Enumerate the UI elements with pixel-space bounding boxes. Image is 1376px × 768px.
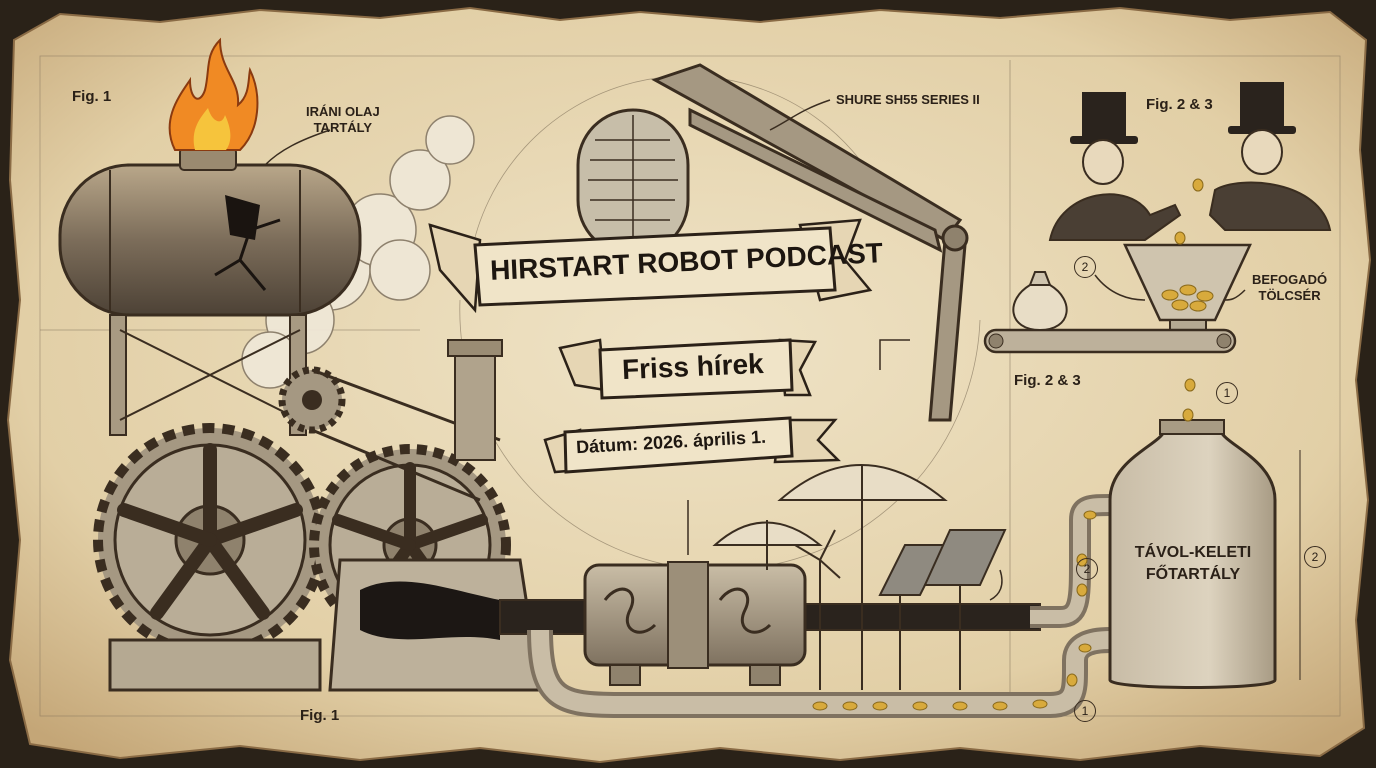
callout-2-funnel: 2: [1074, 256, 1096, 278]
title-banner-shape: [428, 218, 873, 314]
chimney: [454, 349, 496, 461]
podcast-subtitle: Friss hírek: [621, 347, 765, 386]
fig23-top-label: Fig. 2 & 3: [1146, 96, 1213, 113]
large-gear-left: [93, 423, 327, 657]
construction-lines: [40, 60, 1011, 700]
money-bag-icon: [1012, 271, 1068, 332]
boom-arm: [651, 63, 969, 422]
conveyor-belt: [983, 328, 1237, 354]
microphone-model-label: SHURE SH55 SERIES II: [836, 92, 980, 107]
umbrella-small: [712, 520, 823, 570]
date-banner-shape: [543, 416, 841, 474]
solar-panels: [878, 529, 1007, 690]
dragon-filter-chamber: [583, 561, 807, 686]
coin-pipe: [527, 510, 1111, 718]
funnel-label: BEFOGADÓ TÖLCSÉR: [1252, 272, 1328, 303]
fig23-mid-label: Fig. 2 & 3: [1014, 372, 1081, 389]
callout-1-funnel: 1: [1216, 382, 1238, 404]
callout-2-pipe: 2: [1076, 558, 1098, 580]
callout-2-tank: 2: [1304, 546, 1326, 568]
fig1-top-label: Fig. 1: [72, 88, 112, 105]
umbrella-large: [777, 464, 948, 690]
oil-tank-label: IRÁNI OLAJ TARTÁLY: [306, 104, 380, 135]
annotation-arrows: [264, 99, 1246, 601]
gear-base: [108, 638, 322, 692]
flame-icon: [168, 37, 259, 151]
subtitle-banner-shape: [558, 338, 818, 400]
far-east-main-tank: [1108, 419, 1301, 689]
wind-turbine: [794, 529, 841, 690]
callout-1-pipe: 1: [1074, 700, 1096, 722]
fig1-bottom-label: Fig. 1: [300, 707, 340, 724]
tycoon-figure-right: [1208, 82, 1332, 231]
microphone-icon: [576, 108, 690, 257]
pump-housing: [328, 558, 542, 692]
main-tank-label: TÁVOL-KELETI FŐTARTÁLY: [1134, 544, 1252, 583]
tycoon-figure-left: [1048, 92, 1182, 241]
